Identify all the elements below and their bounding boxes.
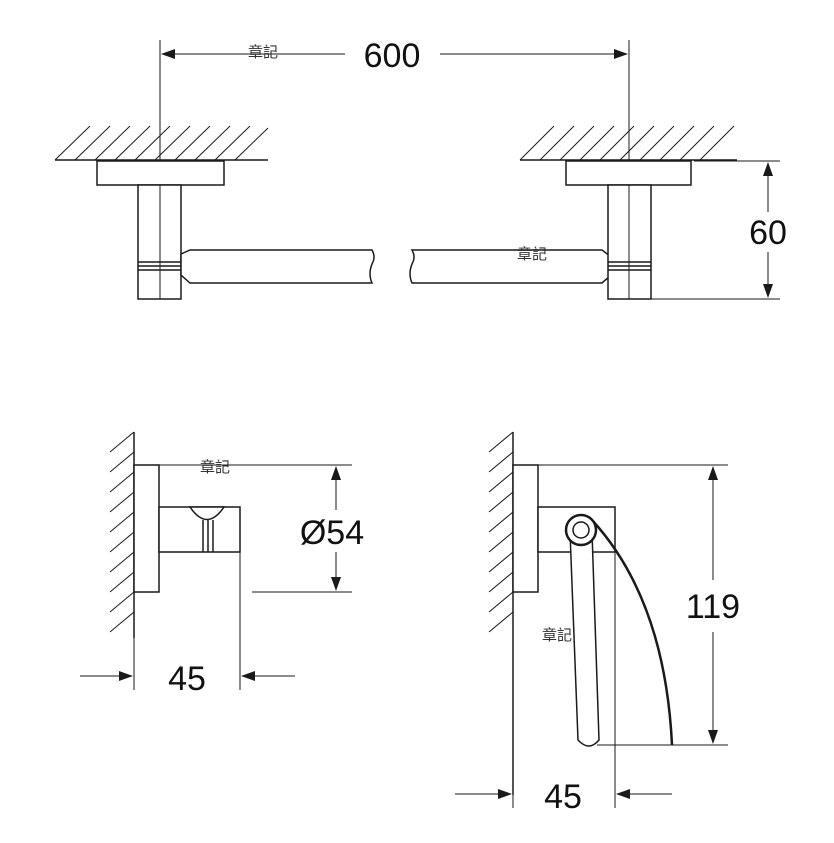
- dimension-depth: 60: [651, 160, 787, 300]
- towel-bar-view: 600 60 章記 章記: [54, 37, 787, 300]
- hook-wall-hatch: [109, 431, 135, 638]
- hook-view: Ø54 45 章記: [80, 431, 364, 698]
- holder-flap: [591, 519, 674, 746]
- holder-pivot-inner: [572, 521, 590, 539]
- holder-wall-hatch: [488, 431, 514, 795]
- dimension-hook-diameter: Ø54: [159, 464, 364, 593]
- watermark: 章記: [517, 245, 547, 263]
- watermark: 章記: [542, 626, 572, 644]
- left-wall-hatch: [54, 125, 269, 161]
- towel-bar-left: [180, 249, 375, 284]
- watermark: 章記: [248, 43, 278, 61]
- dimension-width: 600: [159, 37, 630, 160]
- dimension-holder-height-label: 119: [686, 588, 740, 626]
- dimension-depth-label: 60: [749, 214, 787, 252]
- dimension-hook-diameter-label: Ø54: [300, 514, 364, 552]
- paper-holder-view: 119 45 章記: [455, 431, 740, 816]
- left-bracket: [96, 160, 225, 300]
- holder-arm: [569, 531, 600, 747]
- dimension-width-label: 600: [364, 37, 421, 75]
- dimension-hook-depth-label: 45: [168, 660, 206, 698]
- dimension-holder-height: 119: [538, 464, 740, 746]
- right-bracket: [565, 160, 692, 300]
- hook-notch: [188, 506, 226, 521]
- watermark: 章記: [200, 458, 230, 476]
- dimension-holder-depth-label: 45: [544, 778, 582, 816]
- hook-rosette: [133, 464, 160, 593]
- holder-rosette: [512, 464, 539, 593]
- dimension-hook-depth: 45: [80, 552, 295, 698]
- dimension-holder-depth: 45: [455, 552, 672, 816]
- towel-bar-right: [409, 249, 611, 284]
